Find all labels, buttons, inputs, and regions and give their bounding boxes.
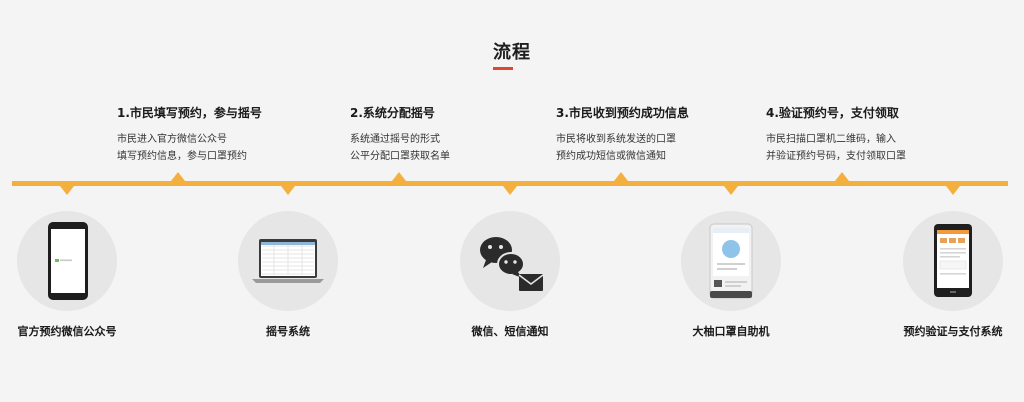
node-4-label: 大柚口罩自助机	[692, 325, 770, 338]
title-underline	[493, 67, 513, 70]
step-3-desc-line2: 预约成功短信或微信通知	[556, 151, 666, 162]
section-title: 流程	[493, 42, 531, 63]
timeline-marker-up-2	[392, 172, 406, 181]
timeline-marker-up-3	[614, 172, 628, 181]
step-4-description: 市民扫描口罩机二维码，输入 并验证预约号码，支付领取口罩	[766, 131, 1006, 165]
timeline-marker-down-3	[503, 186, 517, 195]
node-4-circle	[681, 211, 781, 311]
node-2-label: 摇号系统	[266, 325, 310, 338]
timeline-bar	[12, 181, 1008, 186]
node-5-label: 预约验证与支付系统	[903, 325, 1003, 338]
step-1-title: 1.市民填写预约，参与摇号	[117, 106, 262, 120]
kiosk-icon	[709, 223, 753, 299]
step-4: 4.验证预约号，支付领取 市民扫描口罩机二维码，输入 并验证预约号码，支付领取口…	[766, 104, 1006, 165]
timeline-marker-down-4	[724, 186, 738, 195]
node-1-label: 官方预约微信公众号	[17, 325, 117, 338]
node-1-circle	[17, 211, 117, 311]
node-3-circle	[460, 211, 560, 311]
step-2: 2.系统分配摇号 系统通过摇号的形式 公平分配口罩获取名单	[350, 104, 590, 165]
step-4-desc-line2: 并验证预约号码，支付领取口罩	[766, 151, 906, 162]
timeline-marker-down-1	[60, 186, 74, 195]
tablet-icon	[934, 224, 972, 297]
step-2-description: 系统通过摇号的形式 公平分配口罩获取名单	[350, 131, 590, 165]
timeline-marker-up-4	[835, 172, 849, 181]
step-4-title: 4.验证预约号，支付领取	[766, 106, 899, 120]
timeline-marker-up-1	[171, 172, 185, 181]
step-1-desc-line1: 市民进入官方微信公众号	[117, 134, 227, 145]
step-3-description: 市民将收到系统发送的口罩 预约成功短信或微信通知	[556, 131, 796, 165]
step-2-title: 2.系统分配摇号	[350, 106, 435, 120]
step-2-desc-line2: 公平分配口罩获取名单	[350, 151, 450, 162]
phone-icon	[48, 222, 88, 300]
step-3-title: 3.市民收到预约成功信息	[556, 106, 689, 120]
step-4-desc-line1: 市民扫描口罩机二维码，输入	[766, 134, 896, 145]
timeline-marker-down-2	[281, 186, 295, 195]
wechat-message-icon	[480, 237, 544, 291]
timeline-marker-down-5	[946, 186, 960, 195]
step-1-description: 市民进入官方微信公众号 填写预约信息，参与口罩预约	[117, 131, 357, 165]
node-5-circle	[903, 211, 1003, 311]
node-2-circle	[238, 211, 338, 311]
step-2-desc-line1: 系统通过摇号的形式	[350, 134, 440, 145]
laptop-icon	[252, 239, 324, 283]
step-3: 3.市民收到预约成功信息 市民将收到系统发送的口罩 预约成功短信或微信通知	[556, 104, 796, 165]
node-3-label: 微信、短信通知	[471, 325, 549, 338]
step-1: 1.市民填写预约，参与摇号 市民进入官方微信公众号 填写预约信息，参与口罩预约	[117, 104, 357, 165]
step-1-desc-line2: 填写预约信息，参与口罩预约	[117, 151, 247, 162]
step-3-desc-line1: 市民将收到系统发送的口罩	[556, 134, 676, 145]
